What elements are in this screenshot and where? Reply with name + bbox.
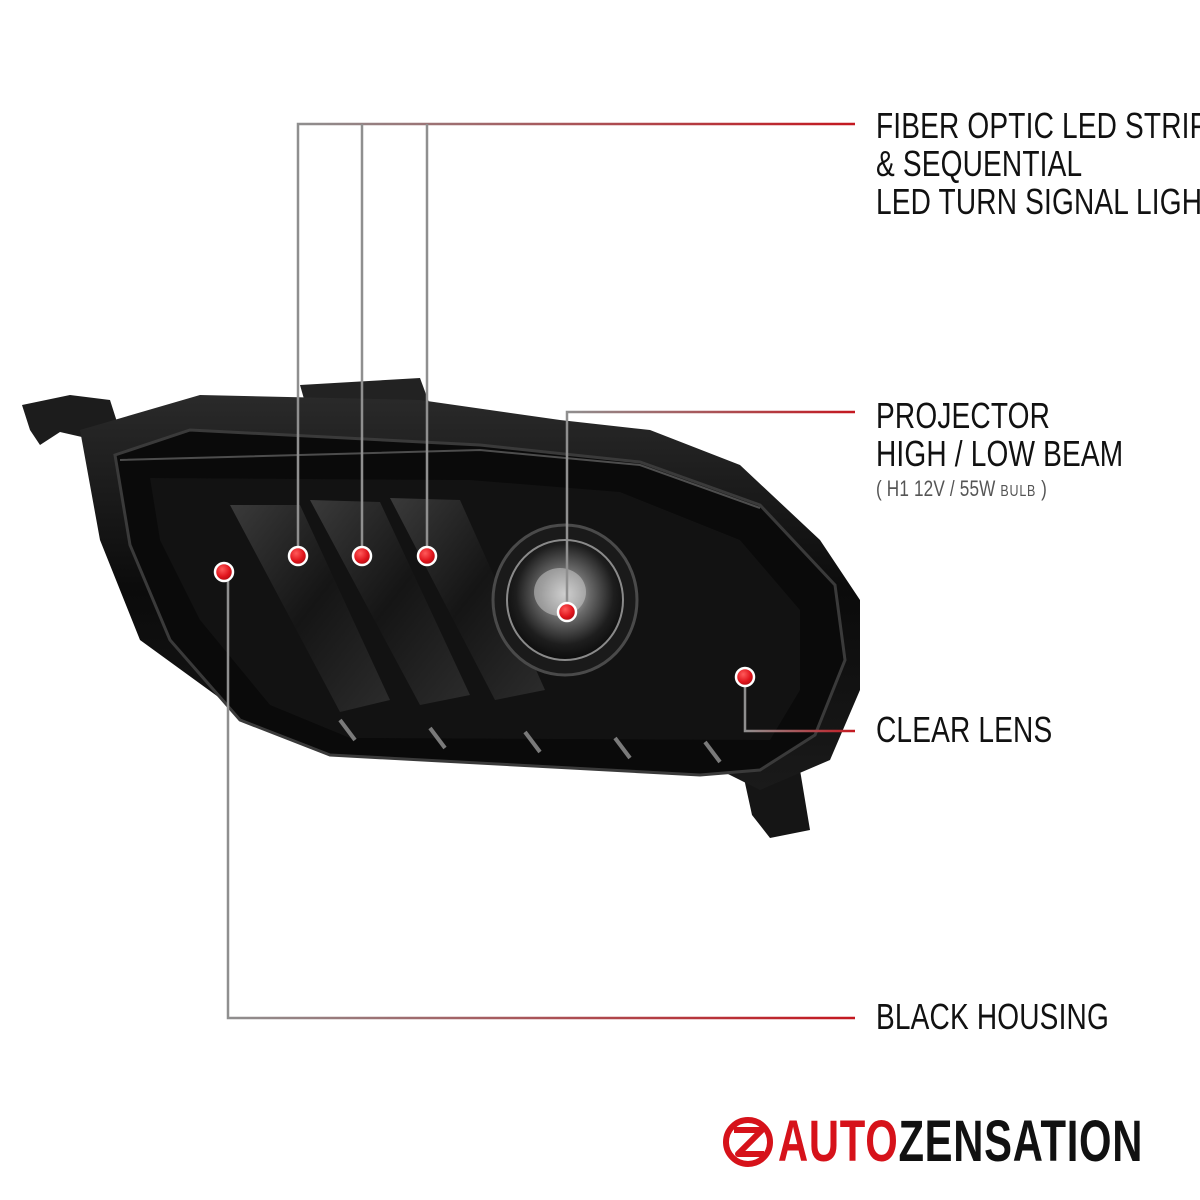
clear-lens-text: CLEAR LENS	[876, 709, 1053, 750]
fiber-line-3: LED TURN SIGNAL LIGHT	[876, 181, 1200, 222]
leader-fiber-1	[296, 122, 855, 554]
fiber-line-1: FIBER OPTIC LED STRIPS	[876, 105, 1200, 146]
projector-line-2: HIGH / LOW BEAM	[876, 433, 1124, 474]
callout-label-projector: PROJECTOR HIGH / LOW BEAM ( H1 12V / 55W…	[876, 397, 1123, 506]
headlight-illustration	[22, 378, 860, 838]
bulb-spec-close-paren: )	[1036, 476, 1047, 501]
callout-dot-black-housing	[213, 561, 235, 583]
bottom-light-ribs	[338, 718, 722, 764]
callout-dot-fiber-1	[287, 545, 309, 567]
brand-auto: AUTO	[778, 1109, 899, 1174]
projector-lens	[491, 523, 639, 677]
projector-line-1: PROJECTOR	[876, 395, 1051, 436]
callout-dots	[213, 545, 756, 688]
leader-black-housing	[226, 572, 855, 1020]
callout-label-black-housing: BLACK HOUSING	[876, 998, 1109, 1036]
leader-lines	[226, 122, 855, 1020]
z-circle-logo-icon	[723, 1117, 773, 1167]
brand-wordmark: AUTOZENSATION	[778, 1112, 1143, 1172]
led-strip-2	[310, 500, 470, 705]
bulb-spec-open-paren: (	[876, 476, 887, 501]
led-strip-1	[230, 505, 390, 712]
bezel-highlight	[119, 448, 761, 509]
projector-bulb-spec: ( H1 12V / 55W BULB )	[876, 475, 1123, 506]
bulb-spec-main: H1 12V / 55W	[886, 476, 996, 501]
bulb-spec-small: BULB	[1000, 483, 1037, 500]
fiber-line-2: & SEQUENTIAL	[876, 143, 1083, 184]
leader-clear-lens	[743, 677, 855, 733]
callout-dot-fiber-2	[351, 545, 373, 567]
leader-projector	[565, 410, 855, 610]
callout-dot-fiber-3	[416, 545, 438, 567]
black-housing-text: BLACK HOUSING	[876, 996, 1109, 1037]
callout-label-clear-lens: CLEAR LENS	[876, 711, 1052, 749]
brand-logo: AUTOZENSATION	[772, 1112, 1200, 1172]
callout-label-fiber-optic: FIBER OPTIC LED STRIPS & SEQUENTIAL LED …	[876, 107, 1200, 221]
brand-zensation: ZENSATION	[898, 1109, 1144, 1174]
callout-dot-projector	[556, 601, 578, 623]
callout-dot-clear-lens	[734, 666, 756, 688]
